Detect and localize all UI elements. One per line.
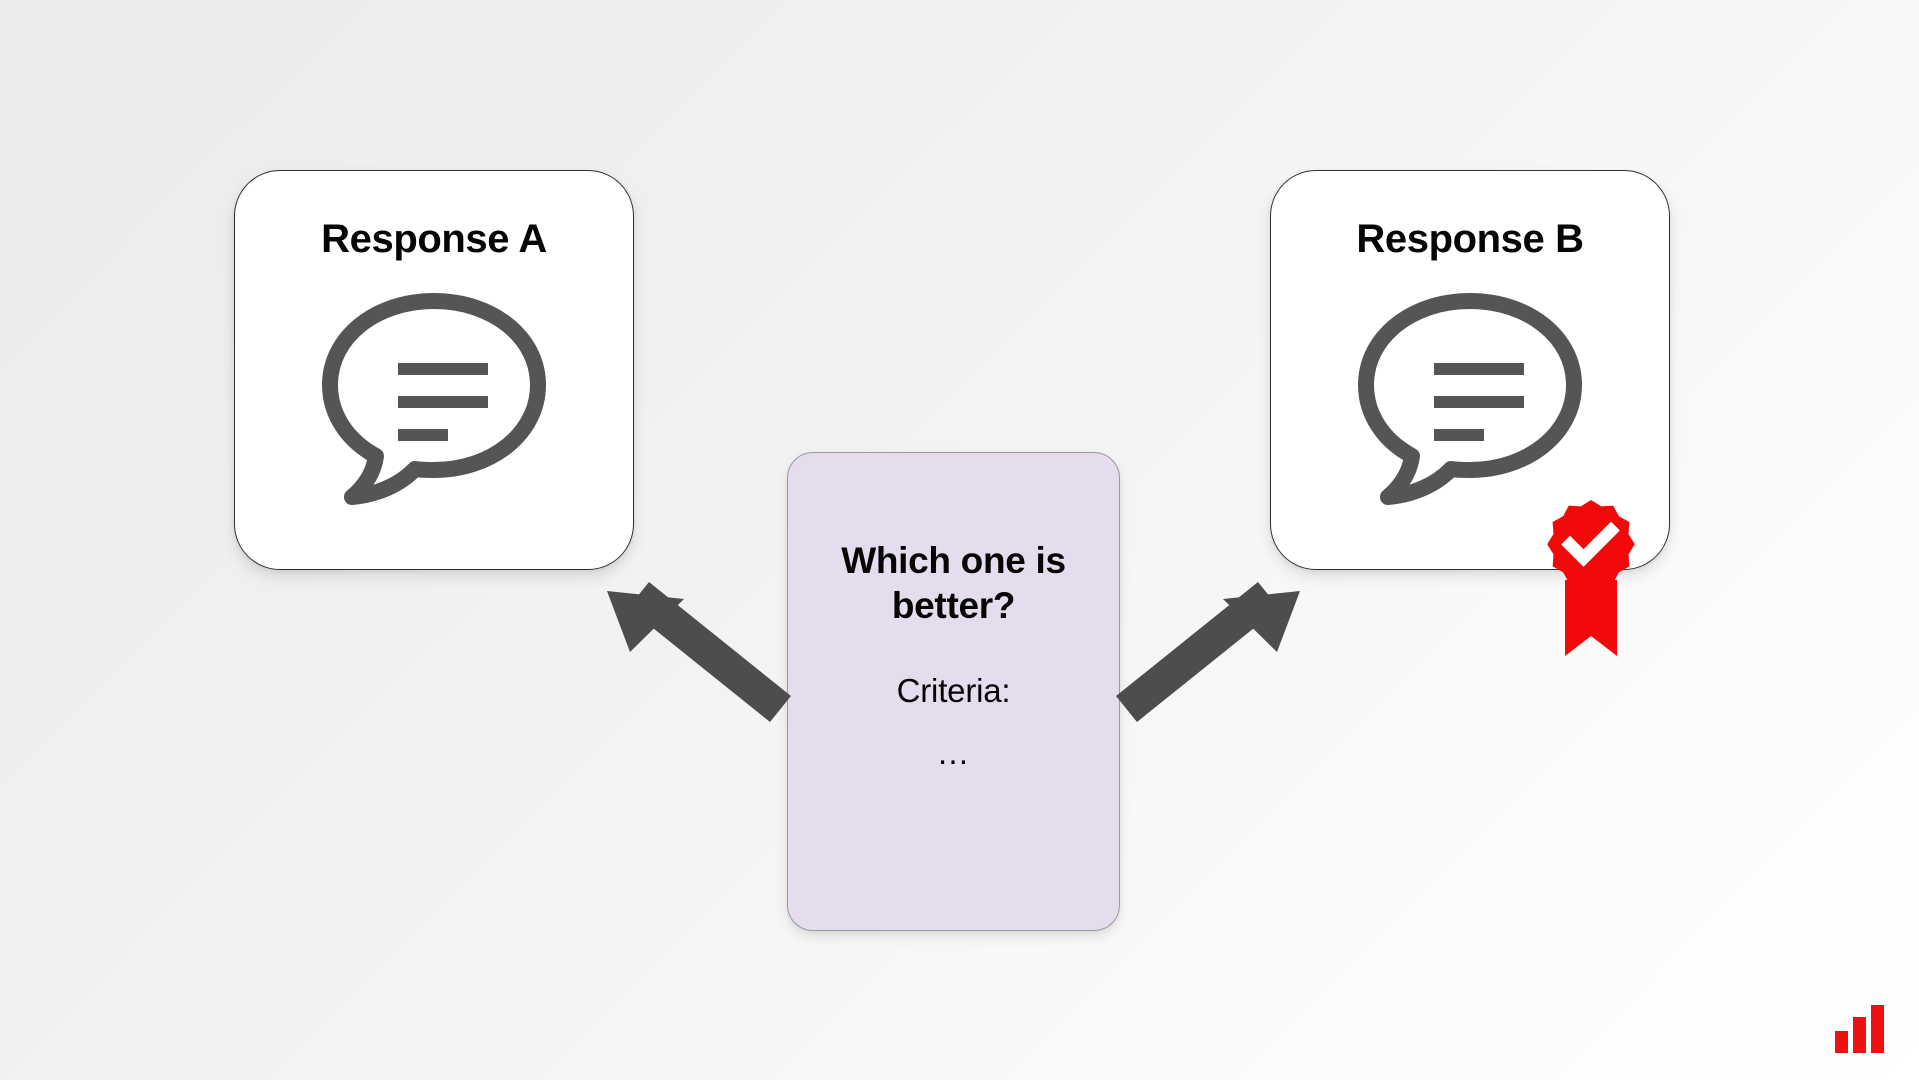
bar-chart-logo <box>1834 1004 1886 1054</box>
prompt-question: Which one is better? <box>841 540 1066 627</box>
response-card-a[interactable]: Response A <box>234 170 634 570</box>
response-b-title: Response B <box>1356 217 1584 261</box>
speech-bubble-icon <box>1350 289 1590 509</box>
response-card-b[interactable]: Response B <box>1270 170 1670 570</box>
speech-bubble-icon <box>314 289 554 509</box>
response-a-title: Response A <box>321 217 547 261</box>
prompt-box[interactable]: Which one is better? Criteria: … <box>787 452 1120 931</box>
arrow-to-response-a <box>607 582 791 722</box>
award-badge-icon <box>1537 496 1645 666</box>
prompt-criteria-value: … <box>936 734 971 772</box>
arrow-to-response-b <box>1116 582 1300 722</box>
prompt-criteria-label: Criteria: <box>896 672 1011 710</box>
